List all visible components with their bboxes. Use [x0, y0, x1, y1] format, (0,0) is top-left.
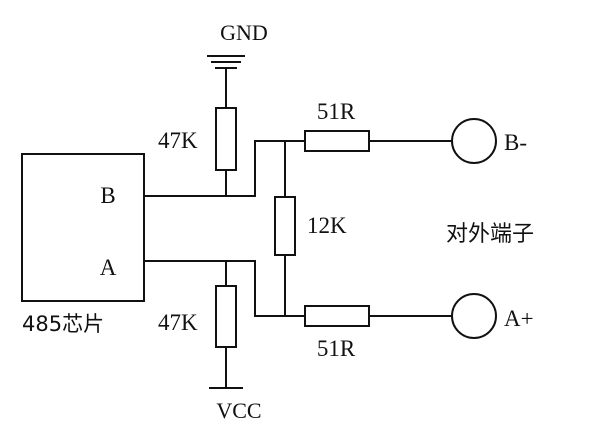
resistor-series-top — [304, 130, 370, 152]
chip-block — [21, 153, 145, 302]
resistor-pulldown-bottom — [215, 285, 237, 348]
terminal-a-plus — [451, 293, 497, 339]
resistor-series-top-label: 51R — [317, 99, 356, 124]
terminals-caption: 对外端子 — [446, 222, 534, 247]
resistor-bias-label: 12K — [307, 213, 347, 238]
terminal-b-minus-label: B- — [504, 130, 527, 155]
resistor-series-bottom-label: 51R — [317, 336, 356, 361]
terminal-a-plus-label: A+ — [504, 306, 534, 331]
gnd-label: GND — [220, 20, 268, 45]
ground-symbol — [207, 55, 245, 69]
resistor-bias — [274, 196, 296, 256]
chip-pin-b-label: B — [100, 183, 115, 208]
resistor-series-bottom — [304, 305, 370, 327]
resistor-pullup-top — [215, 107, 237, 171]
vcc-label: VCC — [216, 398, 261, 423]
resistor-pullup-top-label: 47K — [158, 128, 198, 153]
chip-pin-a-label: A — [100, 255, 117, 280]
terminal-b-minus — [451, 118, 497, 164]
chip-label: 485芯片 — [22, 312, 104, 336]
resistor-pulldown-bottom-label: 47K — [158, 310, 198, 335]
